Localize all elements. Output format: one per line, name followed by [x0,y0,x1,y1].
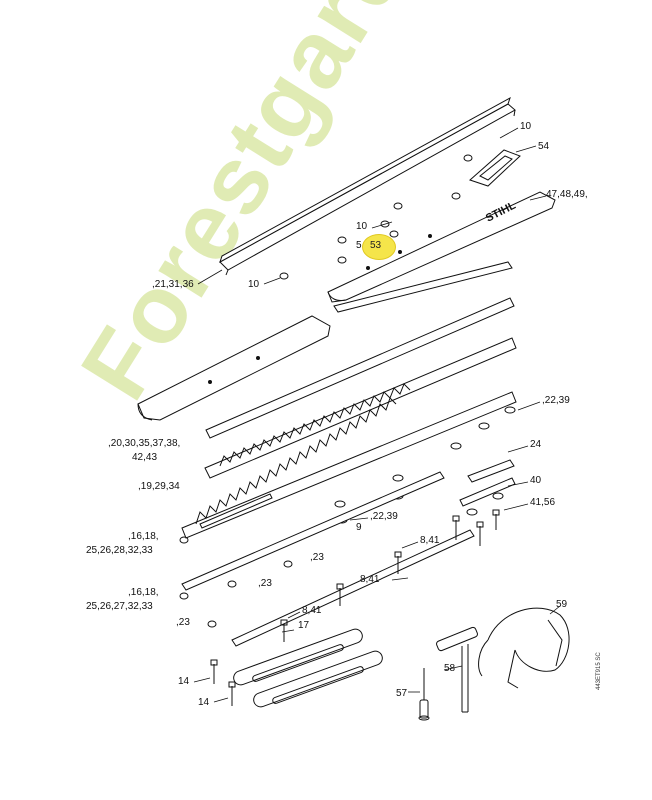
cutter-blade-upper [204,337,517,479]
label-10-mid: 10 [356,221,368,232]
document-id: 443ET915 SC [596,652,602,690]
label-57: 57 [396,688,408,699]
label-20-group: ,20,30,35,37,38, [108,438,181,449]
label-21-31-36: ,21,31,36 [152,279,194,290]
highlight-callout [362,234,396,260]
lower-guard [137,315,331,421]
safety-glasses [478,607,570,689]
support-plate [231,529,475,647]
label-10-top: 10 [520,121,532,132]
spacer-strip [333,261,513,313]
label-59: 59 [556,599,568,610]
label-58: 58 [444,663,456,674]
label-42-43: 42,43 [132,452,158,463]
label-9: 9 [356,522,362,533]
label-22-39-lower: ,22,39 [370,511,398,522]
label-16-18-a: ,16,18, [128,531,159,542]
washer-column [334,406,516,524]
label-54: 54 [538,141,550,152]
label-25-26-28-32-33: 25,26,28,32,33 [86,545,153,556]
t-wrench-tool [436,626,478,713]
bolt-set [210,509,500,706]
bracket-part [469,149,521,187]
screwdriver-tool [418,668,430,721]
label-14-a: 14 [178,676,190,687]
leader-lines [193,127,561,703]
cover-plate [327,191,556,303]
base-plate [181,471,445,591]
label-19-29-34: ,19,29,34 [138,481,180,492]
cutter-blade-lower [181,391,517,539]
guide-bar-upper [205,297,515,439]
blade-guard-bar [219,96,516,276]
label-16-18-b: ,16,18, [128,587,159,598]
small-washers [179,536,293,628]
label-23-b: ,23 [258,578,272,589]
label-40: 40 [530,475,542,486]
label-22-39: ,22,39 [542,395,570,406]
label-8-41-b: 8,41 [360,574,380,585]
label-41-56: 41,56 [530,497,556,508]
label-53: 53 [370,240,382,251]
nut-set [279,154,473,280]
label-17: 17 [298,620,310,631]
label-25-26-27-32-33: 25,26,27,32,33 [86,601,153,612]
label-23-c: ,23 [176,617,190,628]
label-47-48-49: 47,48,49, [546,189,588,200]
label-23-a: ,23 [310,552,324,563]
label-10-low: 10 [248,279,260,290]
label-5: 5 [356,240,362,251]
label-8-41-a: 8,41 [420,535,440,546]
slotted-plates [233,628,383,708]
label-24: 24 [530,439,542,450]
label-8-41-c: 8,41 [302,605,322,616]
label-14-b: 14 [198,697,210,708]
